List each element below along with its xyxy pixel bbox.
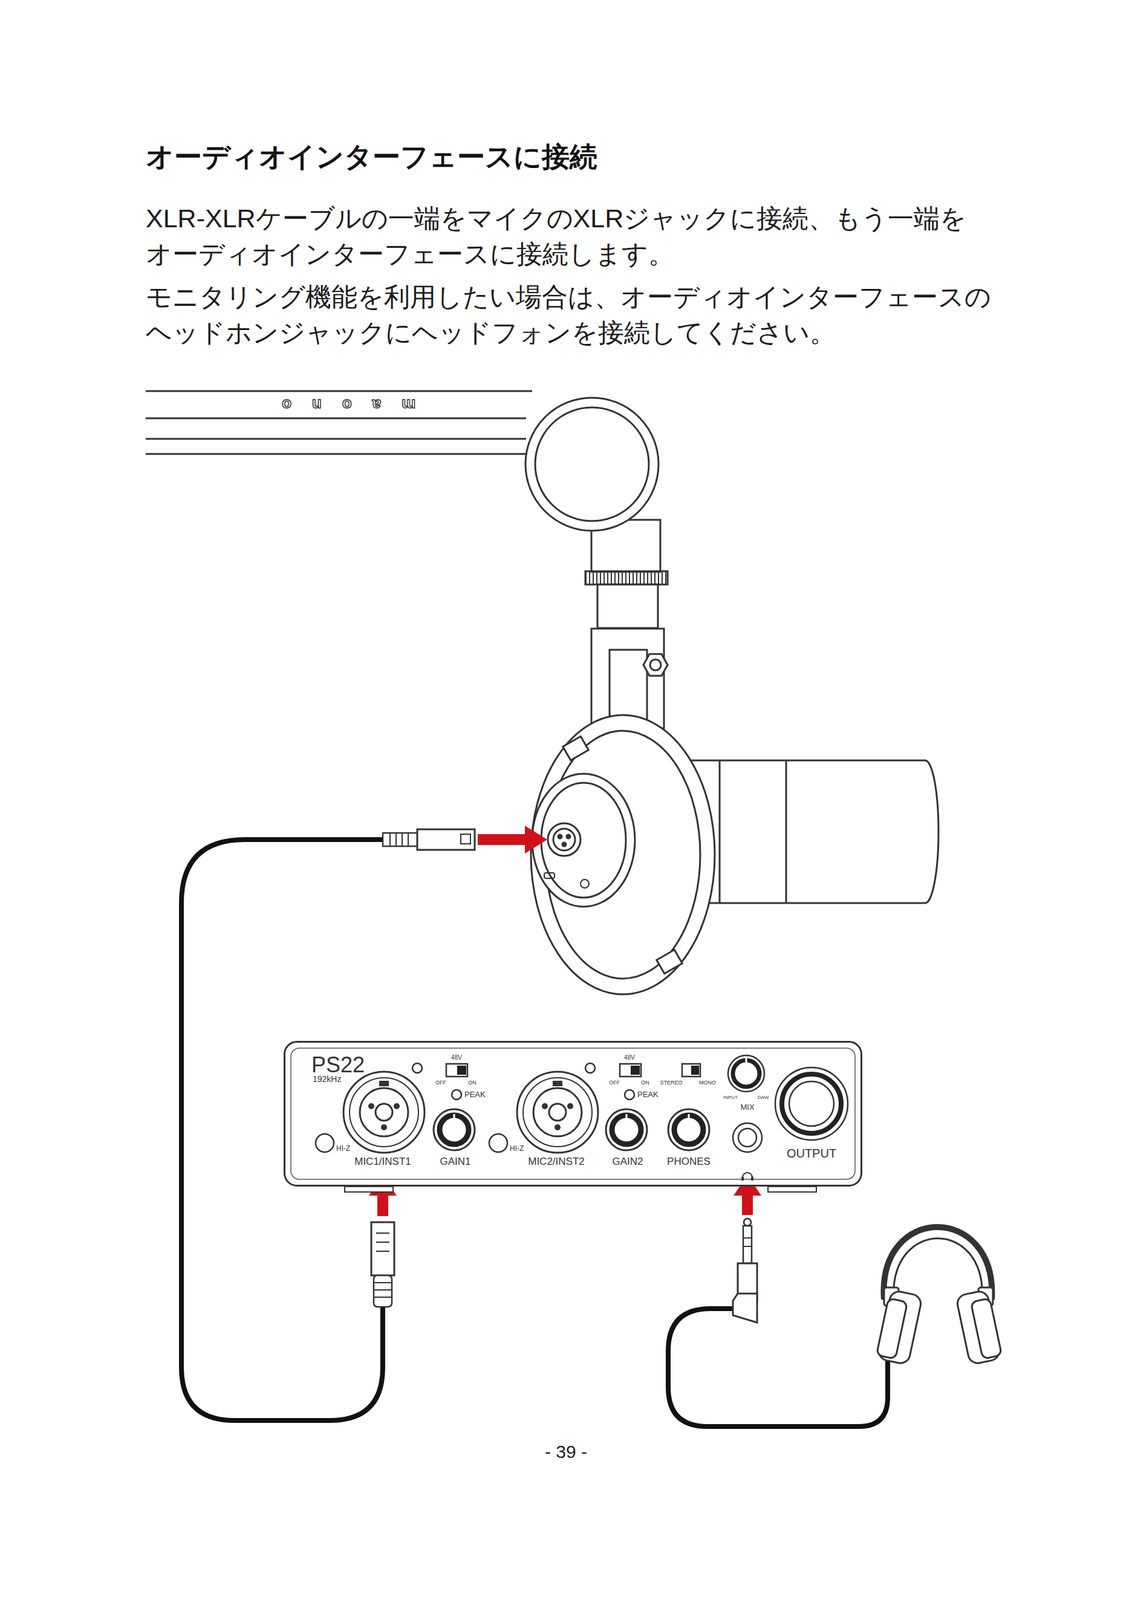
page-number: - 39 - xyxy=(544,1442,588,1464)
switch-label: ON xyxy=(468,1080,477,1087)
audio-interface-drawing xyxy=(283,1041,863,1193)
gain-label: GAIN2 xyxy=(611,1156,643,1169)
switch-label: ON xyxy=(640,1080,650,1087)
mix-scale-label: INPUT xyxy=(723,1095,738,1102)
headphones xyxy=(876,1227,1002,1366)
peak-label: PEAK xyxy=(464,1090,486,1100)
instruction-text: モニタリング機能を利用したい場合は、オーディオインターフェースの ヘッドホンジャ… xyxy=(145,279,1132,351)
boom-arm xyxy=(145,391,668,735)
switch-label: OFF xyxy=(608,1080,620,1087)
hi-z-label: HI-Z xyxy=(509,1145,524,1154)
gain-label: GAIN1 xyxy=(439,1156,471,1169)
phantom-label: 48V xyxy=(624,1054,635,1062)
hi-z-label: HI-Z xyxy=(336,1145,351,1154)
sample-rate: 192kHz xyxy=(312,1075,342,1085)
mix-label: MIX xyxy=(740,1103,755,1113)
boom-arm-logo: maono xyxy=(261,395,416,414)
switch-label: STEREO xyxy=(659,1080,683,1087)
model-name: PS22 xyxy=(311,1053,365,1078)
instruction-text: XLR-XLRケーブルの一端をマイクのXLRジャックに接続、もう一端を オーディ… xyxy=(145,200,1132,273)
audio-interface-panel: PS22192kHz48VOFFONPEAKHI-ZMIC1/INST1GAIN… xyxy=(283,1041,863,1188)
output-label: OUTPUT xyxy=(786,1147,837,1161)
switch-label: OFF xyxy=(435,1080,447,1087)
headphone-cable xyxy=(668,1219,888,1428)
phones-label: PHONES xyxy=(666,1156,711,1169)
switch-label: MONO xyxy=(699,1080,716,1087)
microphone xyxy=(530,715,939,995)
peak-label: PEAK xyxy=(637,1090,659,1100)
page-title: オーディオインターフェースに接続 xyxy=(145,140,598,173)
input-label: MIC2/INST2 xyxy=(527,1156,585,1169)
input-label: MIC1/INST1 xyxy=(354,1156,412,1169)
phantom-label: 48V xyxy=(451,1054,462,1062)
mix-scale-label: DAW xyxy=(757,1095,769,1102)
